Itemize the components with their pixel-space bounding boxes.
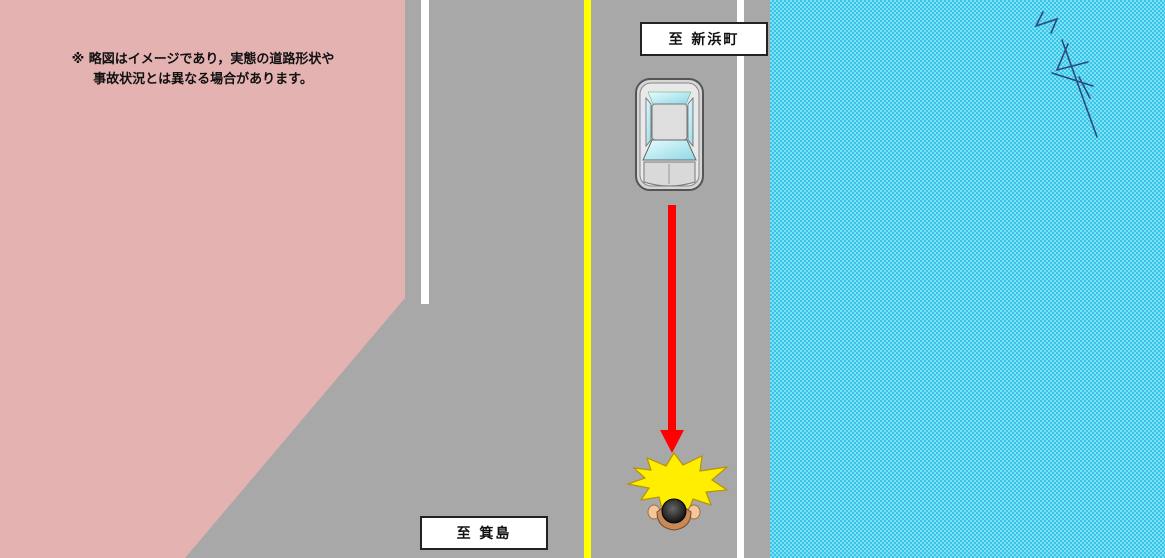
disclaimer-note: ※ 略図はイメージであり，実態の道路形状や 事故状況とは異なる場合があります。 <box>18 50 388 90</box>
travel-arrow <box>660 205 684 453</box>
impact-burst-icon <box>625 451 729 514</box>
direction-label-north: 至 新浜町 <box>640 22 768 56</box>
center-line <box>584 0 591 558</box>
vehicle <box>635 78 704 191</box>
disclaimer-line-1: ※ 略図はイメージであり，実態の道路形状や <box>71 52 335 67</box>
land-area <box>0 0 405 558</box>
pedestrian-icon <box>647 498 701 531</box>
disclaimer-line-2: 事故状況とは異なる場合があります。 <box>93 72 313 87</box>
water-area <box>770 0 1165 558</box>
left-edge-line <box>421 0 429 304</box>
right-edge-line <box>737 0 744 558</box>
compass-north-icon <box>1034 11 1098 138</box>
direction-label-south: 至 箕島 <box>420 516 548 550</box>
